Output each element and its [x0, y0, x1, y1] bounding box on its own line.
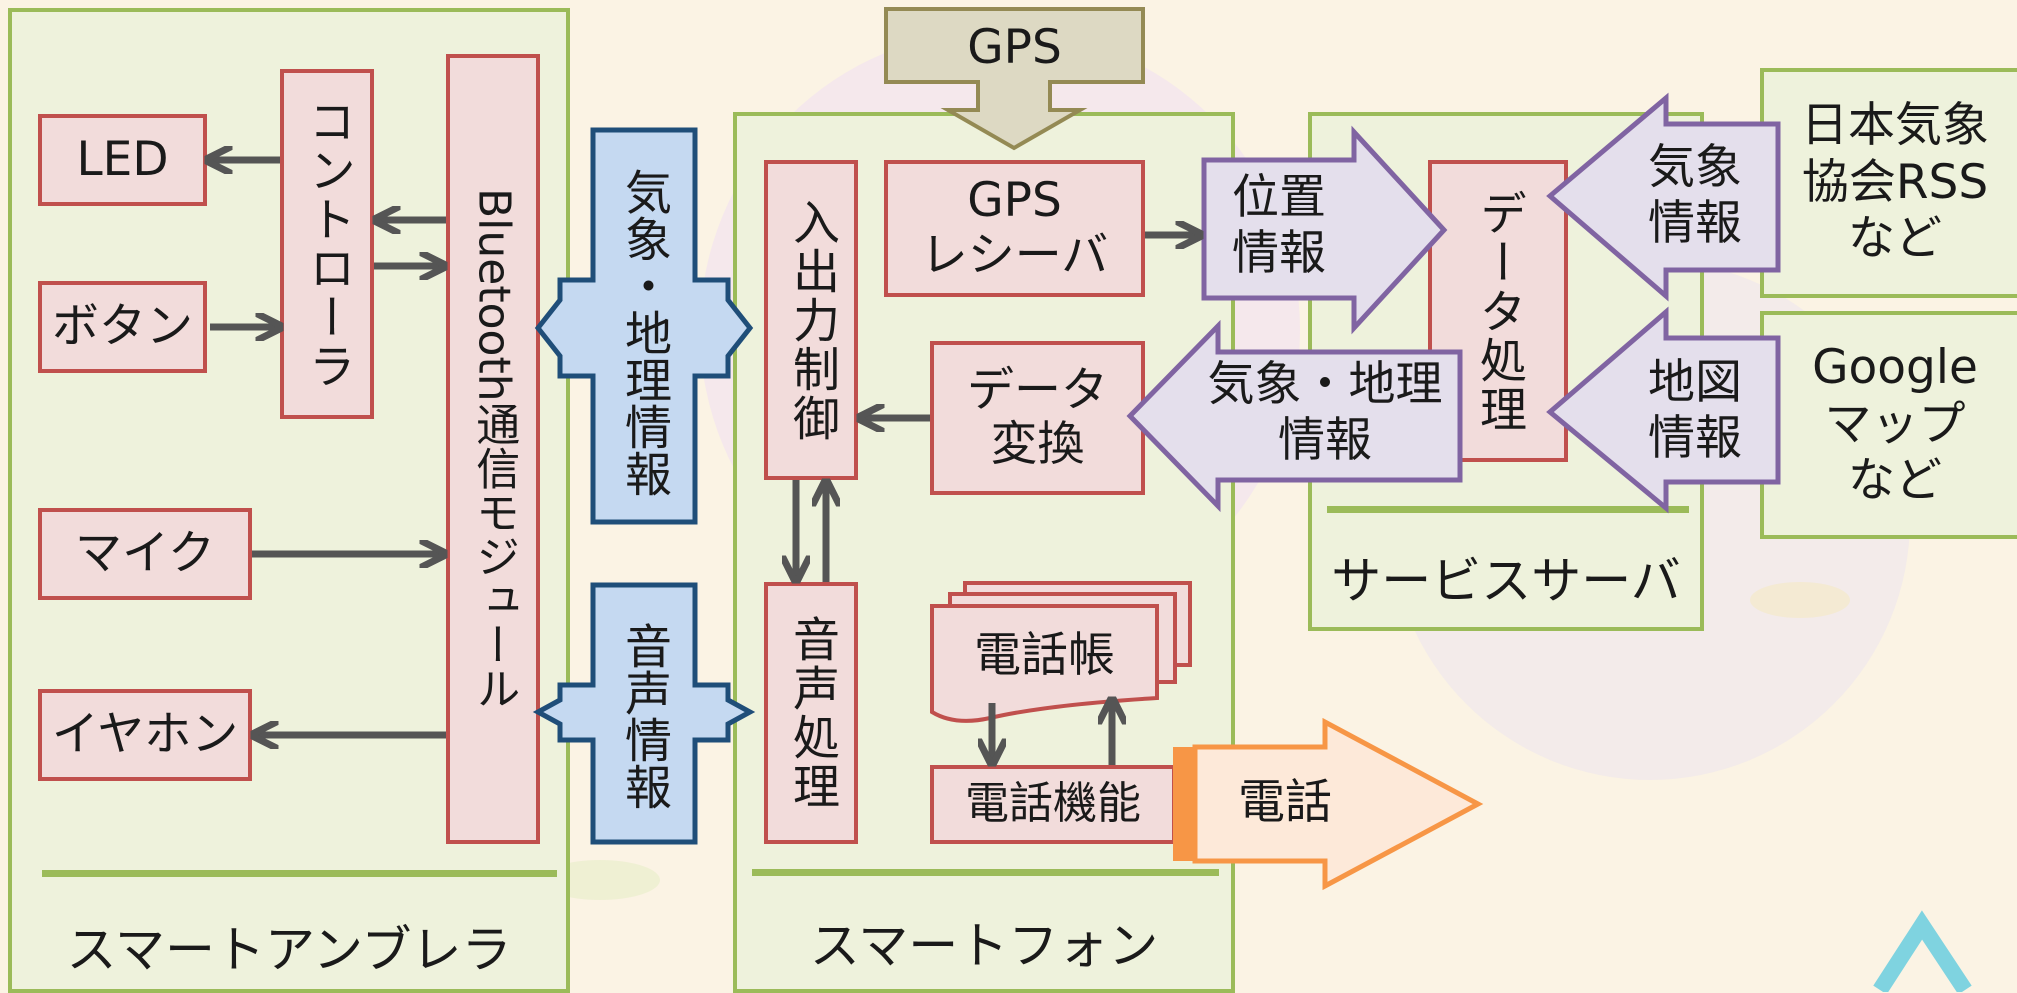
controller-block: コントローラ: [280, 69, 374, 419]
phonebook-label: 電話帳: [974, 628, 1115, 683]
data-convert-line1: データ: [967, 362, 1108, 418]
mic-block: マイク: [38, 508, 252, 600]
call-label: 電話: [1238, 775, 1332, 830]
led-block: LED: [38, 114, 207, 206]
google-line2: マップ: [1824, 396, 1966, 452]
gps-receiver-block: GPS レシーバ: [884, 160, 1145, 297]
panel-label-server: サービスサーバ: [1331, 552, 1681, 610]
location-info-label: 位置 情報: [1204, 170, 1354, 283]
gps-receiver-line2: レシーバ: [920, 227, 1109, 283]
audio-link-label: 音声情報: [616, 622, 671, 810]
weather-info-arrow: [1546, 92, 1781, 302]
location-info-arrow: [1201, 125, 1448, 335]
panel-divider: [42, 870, 557, 877]
panel-label-phone: スマートフォン: [809, 917, 1159, 975]
weather-info-line1: 気象: [1648, 140, 1742, 195]
google-maps-source: Google マップ など: [1760, 311, 2017, 539]
location-info-line1: 位置: [1232, 170, 1326, 225]
io-control-block: 入出力制御: [764, 160, 858, 480]
weather-geo-double-arrow: [534, 127, 754, 525]
weather-info-label: 気象 情報: [1630, 140, 1760, 253]
map-info-label: 地図 情報: [1630, 355, 1760, 468]
map-info-line1: 地図: [1648, 355, 1742, 410]
weather-geo-info-arrow: [1126, 319, 1463, 513]
google-line3: など: [1848, 453, 1942, 509]
gps-label: GPS: [967, 20, 1062, 75]
call-arrow: [1192, 717, 1484, 891]
panel-divider: [1327, 506, 1689, 513]
weather-geo-link-label: 気象・地理情報: [616, 168, 671, 497]
audio-double-arrow: [532, 582, 756, 845]
rss-line1: 日本気象: [1801, 98, 1989, 154]
map-info-arrow: [1546, 306, 1781, 514]
audio-process-block: 音声処理: [764, 582, 858, 844]
gps-receiver-line1: GPS: [967, 173, 1062, 229]
weather-rss-source: 日本気象 協会RSS など: [1760, 68, 2017, 298]
weather-geo-info-line2: 情報: [1278, 413, 1372, 469]
google-line1: Google: [1812, 340, 1978, 396]
rss-line2: 協会RSS: [1801, 154, 1989, 210]
location-info-line2: 情報: [1232, 226, 1326, 282]
weather-info-line2: 情報: [1648, 196, 1742, 252]
rss-line3: など: [1848, 211, 1942, 267]
panel-divider: [752, 869, 1219, 876]
data-process-block: データ処理: [1428, 160, 1568, 462]
button-block: ボタン: [38, 281, 207, 373]
data-convert-line2: 変換: [990, 417, 1085, 472]
weather-geo-info-label: 気象・地理 情報: [1190, 357, 1460, 470]
weather-geo-info-line1: 気象・地理: [1207, 357, 1443, 412]
panel-label-umbrella: スマートアンブレラ: [66, 921, 512, 979]
earphone-block: イヤホン: [38, 689, 252, 781]
bluetooth-module-block: Bluetooth通信モジュール: [446, 54, 540, 844]
map-info-line2: 情報: [1648, 411, 1742, 467]
